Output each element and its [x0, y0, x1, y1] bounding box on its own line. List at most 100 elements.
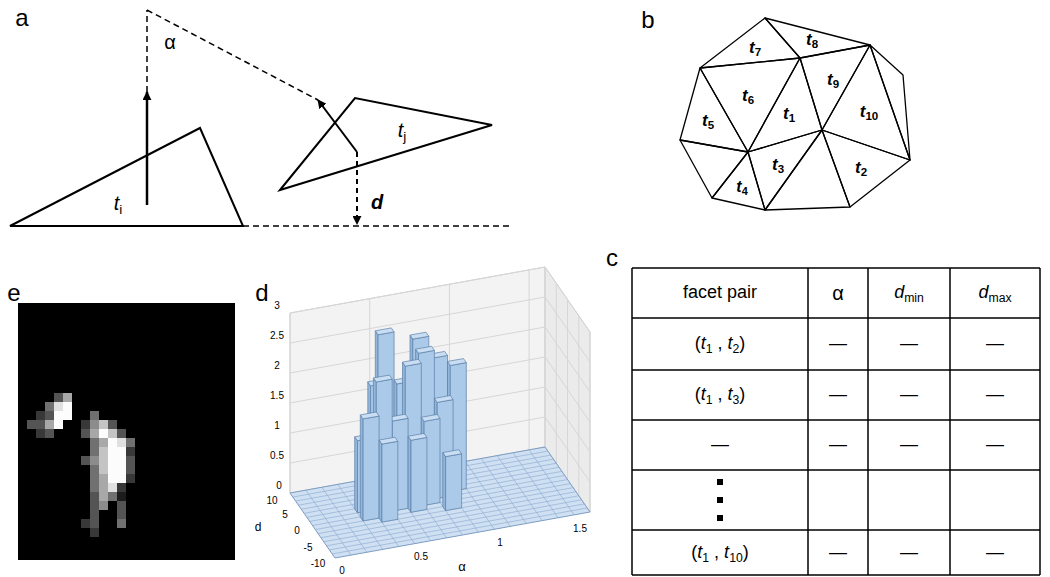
table-rule [1039, 268, 1041, 575]
pixel [117, 519, 126, 528]
table-cell: (t1 , t3) [695, 385, 746, 405]
table-cell: — [986, 543, 1004, 563]
bar-face [448, 359, 467, 366]
table-cell: — [711, 435, 729, 455]
facet-label: t3 [772, 156, 784, 175]
mesh-facet [700, 58, 800, 152]
tick-label: -10 [311, 558, 325, 569]
pixel [90, 528, 99, 537]
panel-letter: a [15, 5, 28, 31]
tick-label: 0 [294, 525, 300, 536]
table-rule [632, 469, 1040, 471]
ellipsis-dot [717, 497, 723, 503]
pixel-image-ground [18, 303, 235, 560]
bar-face [363, 416, 379, 521]
facet-label: t10 [860, 103, 879, 122]
normal-arrow [146, 92, 149, 205]
pixel [54, 402, 63, 411]
bar-face [373, 375, 392, 382]
tick-label: 10 [266, 495, 277, 506]
bar-face [443, 450, 462, 457]
bar-face [355, 437, 358, 513]
pixel [36, 429, 45, 438]
pixel [117, 429, 126, 438]
subscript: 9 [833, 78, 839, 90]
tick-label: 1 [274, 420, 280, 431]
table-rule [632, 529, 1040, 531]
pixel [54, 420, 63, 429]
pixel [99, 420, 108, 429]
facet-label: t9 [827, 71, 839, 90]
mesh-facet [712, 152, 765, 210]
pixel [90, 492, 99, 501]
pixel [63, 402, 72, 411]
triangle-mesh [680, 18, 910, 210]
pixel [45, 402, 54, 411]
pixel [99, 483, 108, 492]
mesh-facet [765, 130, 850, 210]
pixel [108, 447, 117, 456]
ellipsis-dot [717, 515, 723, 521]
pixel [117, 465, 126, 474]
subscript: 3 [733, 393, 740, 407]
pixel [126, 456, 135, 465]
pixel [90, 474, 99, 483]
tick-label: 2 [274, 360, 280, 371]
panel-letter: c [606, 245, 618, 271]
mesh-facet [700, 18, 800, 68]
plane-extension [243, 225, 510, 227]
bar-face [408, 433, 427, 440]
bar-face [408, 436, 411, 512]
grid-line [290, 267, 545, 313]
pixel [117, 456, 126, 465]
bar-face [434, 396, 453, 403]
pixel [63, 393, 72, 402]
grid-line [556, 283, 557, 463]
facet-triangle [280, 98, 492, 190]
subscript: 5 [708, 119, 714, 131]
pixel [81, 429, 90, 438]
subscript: 10 [865, 110, 878, 122]
subscript: 6 [748, 94, 754, 106]
pixel [90, 465, 99, 474]
bar-face [403, 359, 422, 366]
mesh-facet [680, 68, 748, 152]
pixel [126, 447, 135, 456]
pixel [90, 429, 99, 438]
mesh-facet [765, 18, 870, 58]
pixel [108, 483, 117, 492]
pixel [36, 420, 45, 429]
pixel [117, 501, 126, 510]
panel-letter: b [641, 7, 654, 33]
ellipsis-dot [717, 479, 723, 485]
bar-face [379, 437, 398, 444]
facet-label: t1 [783, 105, 795, 124]
table-cell: — [986, 435, 1004, 455]
mesh-facet [748, 130, 822, 210]
facet-label: t5 [702, 112, 714, 131]
table-rule [632, 419, 1040, 421]
subscript: 8 [812, 38, 818, 50]
facet-label: t6 [742, 87, 754, 106]
symbol-letter: d [978, 282, 988, 302]
table-cell: — [986, 334, 1004, 354]
table-cell: (t1 , t2) [695, 334, 746, 354]
angle-label: α [164, 31, 176, 53]
pixel [126, 465, 135, 474]
table-rule [632, 369, 1040, 371]
pixel [117, 510, 126, 519]
table-cell: — [986, 385, 1004, 405]
table-cell: — [900, 543, 918, 563]
pixel [99, 501, 108, 510]
symbol-letter: t [806, 30, 812, 49]
pixel [117, 492, 126, 501]
grid-line [590, 332, 591, 512]
pixel [99, 492, 108, 501]
pixel [90, 483, 99, 492]
mesh-facet [870, 45, 910, 160]
pixel [63, 411, 72, 420]
table-cell: — [900, 435, 918, 455]
table-cell: — [829, 435, 847, 455]
table-cell: — [829, 334, 847, 354]
